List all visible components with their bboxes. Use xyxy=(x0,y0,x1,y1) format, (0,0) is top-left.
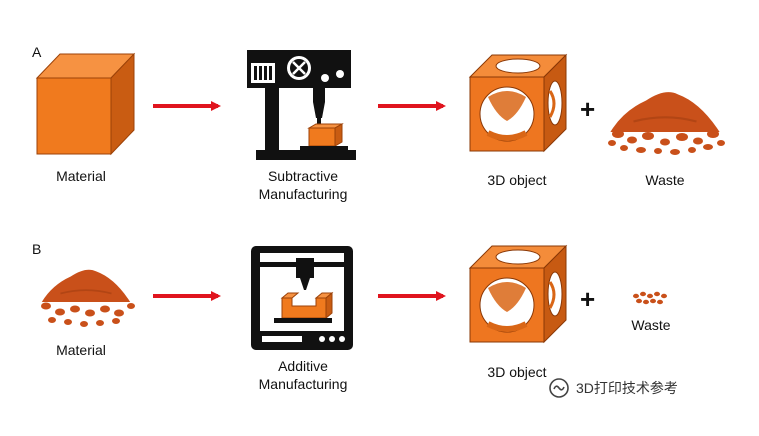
process-label-a-line2: Manufacturing xyxy=(258,186,348,202)
plus-sign-a: + xyxy=(580,94,596,124)
plus-sign-b: + xyxy=(580,284,596,314)
cnc-machine-icon xyxy=(247,50,356,160)
material-label-b: Material xyxy=(56,342,106,358)
wechat-channel-icon xyxy=(549,378,569,398)
powder-material-icon xyxy=(40,268,135,327)
3d-printer-icon xyxy=(251,246,353,350)
process-label-a-line1: Subtractive xyxy=(267,168,339,184)
waste-pile-large-icon xyxy=(608,91,725,155)
object-label-a: 3D object xyxy=(487,172,547,188)
material-cube-icon xyxy=(35,52,136,156)
watermark-text: 3D打印技术参考 xyxy=(576,380,678,396)
process-label-b-line1: Additive xyxy=(278,358,328,374)
panel-letter-b: B xyxy=(32,241,42,257)
waste-small-icon xyxy=(633,291,667,305)
process-label-b-line2: Manufacturing xyxy=(258,376,348,392)
waste-label-b: Waste xyxy=(631,317,671,333)
lattice-cube-icon-b xyxy=(470,246,566,342)
object-label-b: 3D object xyxy=(487,364,547,380)
material-label-a: Material xyxy=(56,168,106,184)
watermark: 3D打印技术参考 xyxy=(548,376,678,400)
waste-label-a: Waste xyxy=(645,172,685,188)
panel-letter-a: A xyxy=(32,44,42,60)
lattice-cube-icon-a xyxy=(470,55,566,151)
